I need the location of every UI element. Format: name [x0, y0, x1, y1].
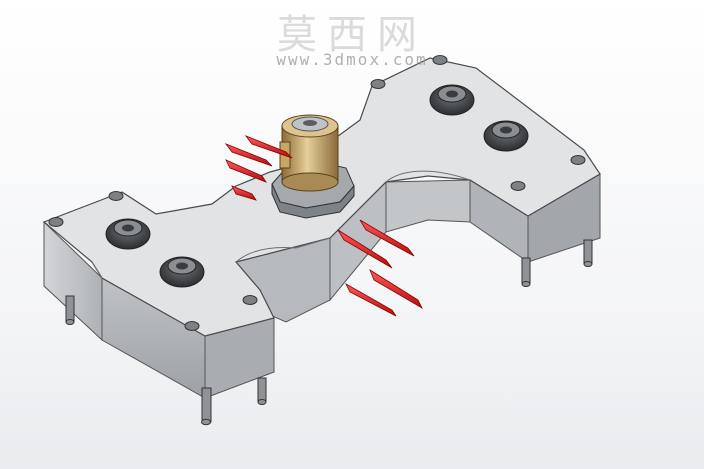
red-pins [224, 135, 423, 317]
coaxial-connector [271, 114, 355, 219]
body-side-walls [43, 173, 601, 399]
locating-stud [483, 120, 529, 152]
locating-stud [159, 256, 205, 288]
screw-heads [48, 55, 586, 331]
locating-stud [105, 218, 151, 250]
bottom-pins [65, 239, 593, 426]
locating-stud [429, 84, 475, 116]
recess-lines [91, 170, 471, 279]
